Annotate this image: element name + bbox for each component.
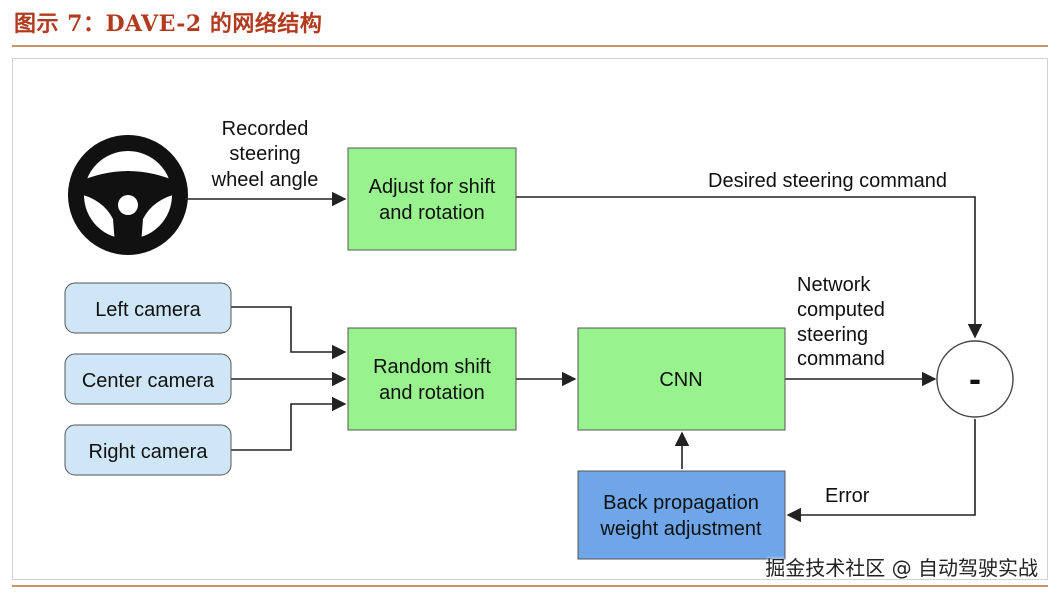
edge-right-camera <box>231 396 347 451</box>
edges <box>185 191 983 523</box>
node-right-camera-label: Right camera <box>89 441 209 463</box>
source-watermark: 掘金技术社区 @ 自动驾驶实战 <box>765 556 1038 580</box>
diagram-panel: Adjust for shift and rotation Left camer… <box>12 58 1048 580</box>
steering-wheel-icon <box>68 135 188 255</box>
node-random-shift-line1: Random shift <box>373 356 491 378</box>
node-adjust-line2: and rotation <box>379 202 485 224</box>
label-network-line2: computed <box>797 299 885 321</box>
label-network-line3: steering <box>797 324 868 346</box>
node-backprop: Back propagation weight adjustment <box>577 470 786 560</box>
label-desired-command: Desired steering command <box>708 170 947 192</box>
node-cnn: CNN <box>577 327 786 431</box>
label-network-command: Network computed steering command <box>797 274 885 370</box>
node-left-camera: Left camera <box>64 282 232 334</box>
bottom-divider <box>12 585 1048 587</box>
page-title: 图示 7：DAVE-2 的网络结构 <box>14 11 323 37</box>
label-network-line1: Network <box>797 274 871 296</box>
label-error: Error <box>825 485 870 507</box>
node-left-camera-label: Left camera <box>95 299 201 321</box>
label-recorded-line2: steering <box>229 143 300 165</box>
label-recorded-line3: wheel angle <box>211 169 319 191</box>
node-adjust-line1: Adjust for shift <box>369 176 496 198</box>
node-center-camera-label: Center camera <box>82 370 215 392</box>
edge-error <box>786 419 976 523</box>
node-backprop-line1: Back propagation <box>603 492 759 514</box>
label-recorded-angle: Recorded steering wheel angle <box>211 118 319 191</box>
label-recorded-line1: Recorded <box>222 118 309 140</box>
dave2-diagram: Adjust for shift and rotation Left camer… <box>64 118 1014 560</box>
label-network-line4: command <box>797 348 885 370</box>
node-right-camera: Right camera <box>64 424 232 476</box>
node-cnn-label: CNN <box>659 369 702 391</box>
node-random-shift: Random shift and rotation <box>347 327 517 431</box>
node-adjust: Adjust for shift and rotation <box>347 147 517 251</box>
node-difference: - <box>936 340 1014 418</box>
node-backprop-line2: weight adjustment <box>599 518 762 540</box>
top-divider <box>12 45 1048 47</box>
node-center-camera: Center camera <box>64 353 232 405</box>
edge-desired-command <box>516 196 983 339</box>
node-random-shift-line2: and rotation <box>379 382 485 404</box>
node-difference-symbol: - <box>969 358 981 399</box>
edge-left-camera <box>231 306 347 360</box>
